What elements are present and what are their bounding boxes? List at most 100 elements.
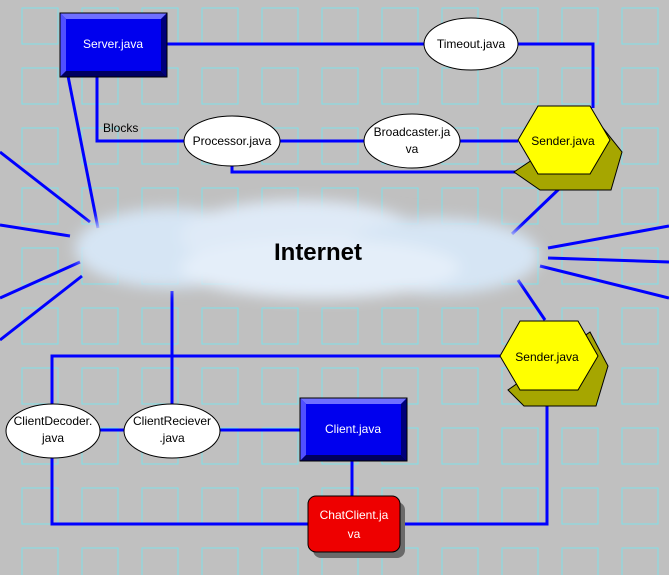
spoke-right-1 (547, 224, 669, 250)
link-sender-cloud (510, 186, 562, 236)
server-label: Server.java (83, 37, 143, 51)
link-decoder-chatclient (50, 452, 308, 526)
link-decoder-sender (50, 354, 500, 410)
grid-square (201, 7, 239, 45)
client-node[interactable]: Client.java (299, 397, 408, 462)
grid-square (621, 187, 659, 225)
timeout-label: Timeout.java (437, 37, 506, 51)
grid-square (381, 307, 419, 345)
grid-square (321, 307, 359, 345)
client-decoder-label-line1: ClientDecoder. (14, 414, 93, 428)
grid-square (501, 547, 539, 575)
grid-square (261, 67, 299, 105)
grid-square (621, 307, 659, 345)
grid-square (621, 127, 659, 165)
client-decoder-node[interactable]: ClientDecoder. java (5, 403, 101, 459)
grid-square (621, 547, 659, 575)
grid-square (441, 367, 479, 405)
grid-square (381, 7, 419, 45)
grid-square (261, 7, 299, 45)
chat-client-node[interactable]: ChatClient.ja va (307, 495, 405, 558)
grid-square (21, 7, 59, 45)
grid-square (21, 487, 59, 525)
processor-node[interactable]: Processor.java (183, 115, 281, 167)
grid-square (141, 547, 179, 575)
client-decoder-label-line2: java (41, 431, 64, 445)
grid-square (21, 307, 59, 345)
client-label: Client.java (325, 422, 381, 436)
spoke-right-2 (547, 256, 669, 264)
grid-square (561, 247, 599, 285)
sender-top-node[interactable]: Sender.java (513, 105, 623, 191)
grid-square (201, 307, 239, 345)
link-chatclient-sender (400, 390, 549, 526)
grid-square (141, 307, 179, 345)
grid-square (21, 247, 59, 285)
grid-square (201, 367, 239, 405)
grid-square (501, 187, 539, 225)
grid-square (621, 427, 659, 465)
grid-square (141, 487, 179, 525)
grid-square (441, 67, 479, 105)
grid-square (201, 67, 239, 105)
grid-square (501, 427, 539, 465)
grid-square (261, 367, 299, 405)
grid-square (21, 547, 59, 575)
grid-square (81, 547, 119, 575)
grid-square (261, 427, 299, 465)
sender-top-label: Sender.java (531, 134, 595, 148)
internet-cloud (75, 200, 545, 298)
chat-client-label-line2: va (348, 527, 361, 541)
broadcaster-label-line1: Broadcaster.ja (374, 125, 451, 139)
link-server-processor (95, 76, 185, 143)
grid-square (21, 187, 59, 225)
grid-square (321, 7, 359, 45)
grid-square (561, 187, 599, 225)
grid-square (501, 487, 539, 525)
grid-square (261, 547, 299, 575)
grid-square (81, 367, 119, 405)
chat-client-label-line1: ChatClient.ja (320, 508, 389, 522)
broadcaster-node[interactable]: Broadcaster.ja va (363, 113, 461, 169)
spoke-left-1 (0, 150, 91, 224)
sender-bottom-node[interactable]: Sender.java (499, 320, 609, 407)
timeout-node[interactable]: Timeout.java (423, 17, 519, 71)
grid-square (261, 487, 299, 525)
grid-square (81, 487, 119, 525)
grid-square (81, 307, 119, 345)
spoke-right-3 (539, 264, 669, 300)
grid-square (201, 547, 239, 575)
link-timeout-sender (518, 42, 595, 108)
grid-square (561, 427, 599, 465)
spoke-left-3 (0, 260, 81, 300)
grid-square (381, 67, 419, 105)
grid-square (21, 127, 59, 165)
grid-square (441, 427, 479, 465)
grid-square (561, 487, 599, 525)
broadcaster-label-line2: va (406, 142, 419, 156)
blocks-edge-label: Blocks (103, 121, 138, 135)
link-cloud-sender-bottom (516, 279, 547, 321)
client-reciever-node[interactable]: ClientReciever .java (123, 403, 221, 459)
grid-square (561, 547, 599, 575)
connection-lines (0, 42, 669, 526)
grid-square (621, 7, 659, 45)
server-node[interactable]: Server.java (59, 12, 168, 78)
grid-square (621, 487, 659, 525)
grid-square (561, 67, 599, 105)
grid-square (441, 547, 479, 575)
grid-square (321, 127, 359, 165)
grid-square (21, 67, 59, 105)
spoke-left-4 (0, 274, 83, 342)
link-server-cloud (66, 75, 100, 229)
grid-square (441, 487, 479, 525)
spoke-left-2 (0, 223, 71, 238)
grid-square (561, 7, 599, 45)
grid-square (141, 367, 179, 405)
grid-square (261, 307, 299, 345)
cloud-label: Internet (274, 239, 362, 266)
grid-square (621, 247, 659, 285)
processor-label: Processor.java (193, 134, 272, 148)
grid-square (441, 307, 479, 345)
